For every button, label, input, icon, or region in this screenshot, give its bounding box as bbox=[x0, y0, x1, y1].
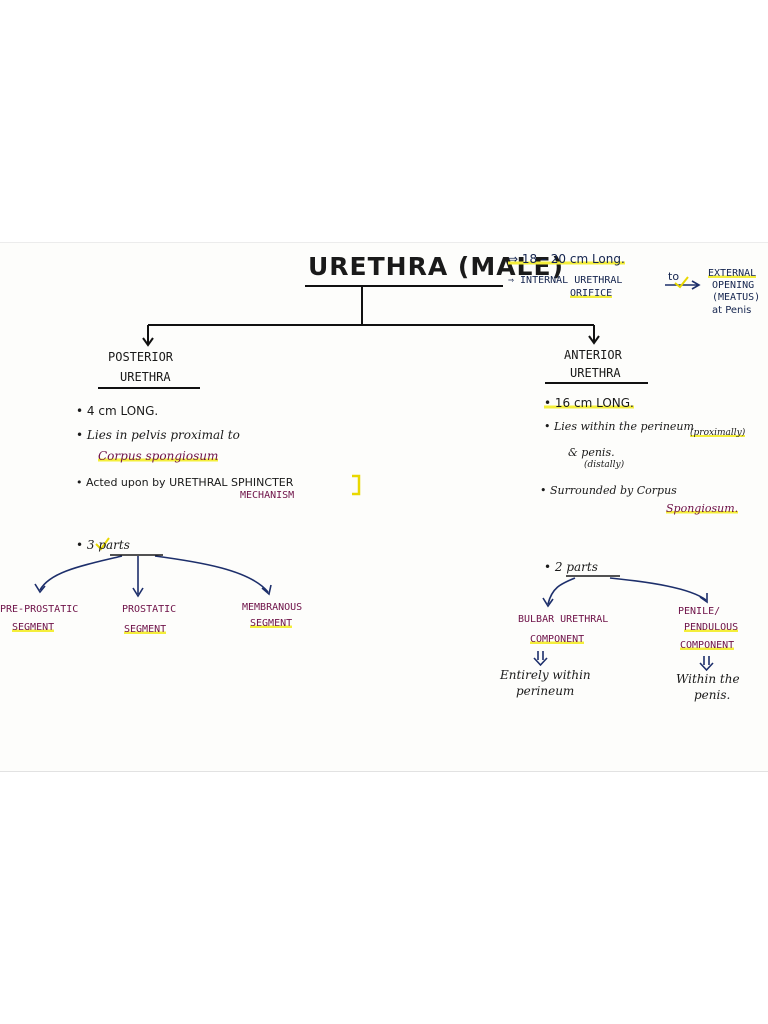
external-opening-note-2: OPENING bbox=[712, 280, 755, 291]
length-note: ⇒ 18 – 20 cm Long. bbox=[508, 252, 625, 266]
segment-membranous: MEMBRANOUS bbox=[242, 602, 303, 613]
component-penile-3: COMPONENT bbox=[680, 640, 735, 651]
component-bulbar: BULBAR URETHRAL bbox=[518, 614, 609, 625]
external-opening-note-4: at Penis bbox=[712, 305, 752, 316]
segment-membranous-2: SEGMENT bbox=[250, 618, 293, 629]
segment-pre-prostatic: PRE-PROSTATIC bbox=[0, 604, 79, 615]
anterior-bullet-location: • Lies within the perineum bbox=[544, 420, 694, 433]
anterior-bullet-length: • 16 cm LONG. bbox=[544, 396, 634, 410]
posterior-bullet-sphincter: • Acted upon by URETHRAL SPHINCTER bbox=[76, 476, 294, 489]
component-bulbar-2: COMPONENT bbox=[530, 634, 585, 645]
component-penile-2: PENDULOUS bbox=[684, 622, 739, 633]
anterior-bullet-proximally: (proximally) bbox=[690, 428, 746, 438]
anterior-heading: ANTERIOR bbox=[564, 348, 622, 362]
anterior-parts: • 2 parts bbox=[544, 560, 598, 574]
arrow-pre-prostatic bbox=[39, 555, 123, 591]
penile-description-2: penis. bbox=[694, 688, 731, 702]
segment-prostatic: PROSTATIC bbox=[122, 604, 177, 615]
arrow-posterior-head bbox=[142, 337, 154, 347]
arrow-penile bbox=[609, 577, 707, 601]
posterior-bullet-location: • Lies in pelvis proximal to bbox=[76, 428, 240, 442]
anterior-bullet-surrounded-2: Spongiosum. bbox=[666, 502, 739, 515]
external-opening-note: EXTERNAL bbox=[708, 268, 757, 279]
component-penile: PENILE/ bbox=[678, 606, 721, 617]
segment-pre-prostatic-2: SEGMENT bbox=[12, 622, 55, 633]
bulbar-description: Entirely within bbox=[500, 668, 591, 682]
arrow-membranous bbox=[154, 555, 269, 593]
penile-description: Within the bbox=[676, 672, 740, 686]
posterior-heading-2: URETHRA bbox=[120, 370, 171, 384]
paper-sheet bbox=[0, 242, 768, 772]
internal-orifice-note: ⇒ INTERNAL URETHRAL bbox=[508, 275, 623, 286]
anterior-heading-2: URETHRA bbox=[570, 366, 621, 380]
arrow-anterior-head bbox=[588, 335, 600, 345]
arrow-bulbar bbox=[547, 577, 576, 605]
posterior-heading: POSTERIOR bbox=[108, 350, 174, 364]
bulbar-description-2: perineum bbox=[516, 684, 575, 698]
posterior-bullet-location-2: Corpus spongiosum bbox=[98, 449, 219, 463]
to-label: to bbox=[668, 270, 680, 283]
posterior-parts: • 3 parts bbox=[76, 538, 130, 552]
highlight-bracket bbox=[352, 474, 361, 496]
segment-prostatic-2: SEGMENT bbox=[124, 624, 167, 635]
posterior-bullet-sphincter-2: MECHANISM bbox=[240, 490, 295, 501]
anterior-bullet-distally: (distally) bbox=[584, 460, 625, 470]
internal-orifice-note-2: ORIFICE bbox=[570, 288, 613, 299]
anterior-bullet-penis: & penis. bbox=[568, 446, 615, 459]
anterior-bullet-surrounded: • Surrounded by Corpus bbox=[540, 484, 677, 497]
posterior-bullet-length: • 4 cm LONG. bbox=[76, 404, 159, 418]
external-opening-note-3: (MEATUS) bbox=[712, 292, 761, 303]
